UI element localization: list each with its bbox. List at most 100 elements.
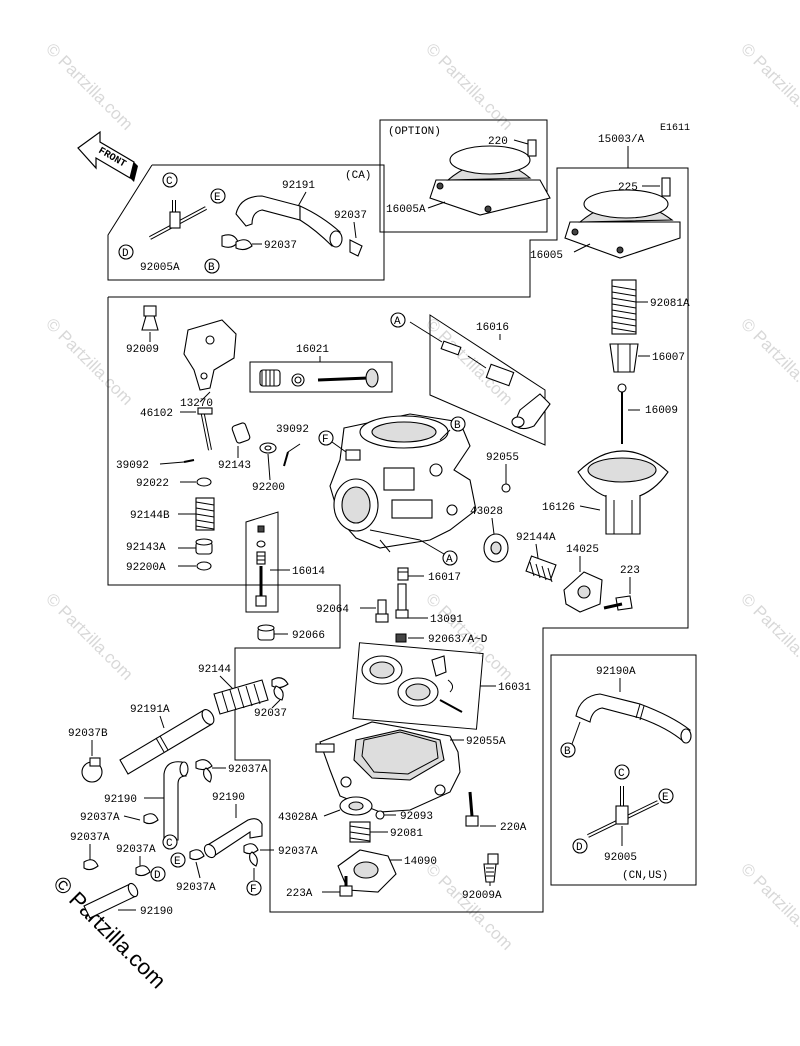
top-cover-option bbox=[429, 139, 551, 216]
part-92037A-4: 92037A bbox=[116, 844, 156, 856]
part-92037A-6: 92037A bbox=[278, 846, 318, 858]
clamp-92037B bbox=[81, 757, 103, 783]
clip-92037A-6 bbox=[243, 843, 259, 867]
part-92064: 92064 bbox=[316, 604, 349, 616]
option-box bbox=[379, 119, 548, 233]
watermark-text: © Partzilla.com bbox=[42, 314, 136, 408]
marker-D-cnus bbox=[572, 838, 588, 854]
hose-92190b bbox=[203, 818, 263, 859]
pilot-screw-16021 bbox=[259, 368, 379, 388]
part-14025: 14025 bbox=[566, 544, 599, 556]
marker-C-ca: C bbox=[166, 176, 173, 188]
diaphragm-16126 bbox=[577, 450, 669, 535]
marker-C-lower: C bbox=[166, 838, 173, 850]
part-92191A: 92191A bbox=[130, 704, 170, 716]
watermark-corner-text: © Partzilla.com bbox=[48, 871, 171, 994]
part-220: 220 bbox=[488, 136, 508, 148]
part-92005A: 92005A bbox=[140, 262, 180, 274]
watermark-text: © Partzilla.com bbox=[42, 39, 136, 133]
part-16007: 16007 bbox=[652, 352, 685, 364]
part-92009A: 92009A bbox=[462, 890, 502, 902]
spring-92144A bbox=[525, 555, 557, 583]
clip-92037-ca bbox=[349, 239, 363, 257]
part-92191: 92191 bbox=[282, 180, 315, 192]
part-225: 225 bbox=[618, 182, 638, 194]
marker-B: B bbox=[454, 420, 461, 432]
part-92144: 92144 bbox=[198, 664, 231, 676]
part-39092b: 39092 bbox=[116, 460, 149, 472]
part-92037-mid: 92037 bbox=[254, 708, 287, 720]
part-92093: 92093 bbox=[400, 811, 433, 823]
part-16021: 16021 bbox=[296, 344, 329, 356]
spring-92081A bbox=[611, 279, 637, 335]
watermark-text: © Partzilla.com bbox=[737, 859, 800, 953]
part-92063: 92063/A~D bbox=[428, 634, 488, 646]
part-92055A: 92055A bbox=[466, 736, 506, 748]
jet-needle-16009 bbox=[617, 383, 627, 444]
marker-F-lower: F bbox=[250, 884, 257, 896]
choke-plunger-16016 bbox=[440, 340, 551, 430]
part-92037-ca2: 92037 bbox=[264, 240, 297, 252]
part-16005A: 16005A bbox=[386, 204, 426, 216]
ca-box bbox=[107, 164, 385, 281]
screw-223A bbox=[339, 876, 353, 897]
part-13091: 13091 bbox=[430, 614, 463, 626]
collar-92143A bbox=[195, 538, 213, 555]
marker-C-cnus-text: C bbox=[618, 768, 625, 780]
part-16031: 16031 bbox=[498, 682, 531, 694]
part-15003A: 15003/A bbox=[598, 134, 645, 146]
hose-92190c bbox=[83, 882, 139, 919]
fitting-92005 bbox=[587, 786, 659, 838]
hose-92191A bbox=[119, 709, 215, 775]
part-92190c: 92190 bbox=[140, 906, 173, 918]
marker-D-cnus-text: D bbox=[576, 842, 583, 854]
marker-A: A bbox=[394, 316, 401, 328]
part-92066: 92066 bbox=[292, 630, 325, 642]
part-92009: 92009 bbox=[126, 344, 159, 356]
part-220A: 220A bbox=[500, 822, 527, 834]
letter-markers-lower: C E D F bbox=[150, 834, 262, 896]
part-16126: 16126 bbox=[542, 502, 575, 514]
jet-16017 bbox=[397, 567, 409, 581]
washer-92022 bbox=[196, 477, 212, 487]
part-43028A: 43028A bbox=[278, 812, 318, 824]
jet-92064 bbox=[375, 599, 389, 623]
choke-box bbox=[429, 314, 546, 446]
part-92037A-2: 92037A bbox=[80, 812, 120, 824]
part-92190A: 92190A bbox=[596, 666, 636, 678]
pilot-screw-box bbox=[249, 361, 393, 393]
spring-92144 bbox=[213, 679, 269, 715]
part-92190b: 92190 bbox=[212, 792, 245, 804]
watermark-text: © Partzilla.com bbox=[737, 314, 800, 408]
part-92190a: 92190 bbox=[104, 794, 137, 806]
part-43028: 43028 bbox=[470, 506, 503, 518]
part-92081A: 92081A bbox=[650, 298, 690, 310]
screw-92009A bbox=[483, 853, 499, 883]
part-92005: 92005 bbox=[604, 852, 637, 864]
marker-E-cnus bbox=[658, 788, 674, 804]
part-92037A-5: 92037A bbox=[176, 882, 216, 894]
marker-B-cnus-text: B bbox=[564, 746, 571, 758]
cnus-box bbox=[550, 654, 697, 886]
clip-92037-mid bbox=[271, 677, 289, 701]
clip-92037-ca2 bbox=[221, 234, 253, 251]
clip-92037A-5 bbox=[189, 849, 205, 861]
part-92143A: 92143A bbox=[126, 542, 166, 554]
marker-B-ca: B bbox=[208, 262, 215, 274]
part-14090: 14090 bbox=[404, 856, 437, 868]
watermark-text: © Partzilla.com bbox=[42, 589, 136, 683]
part-16009: 16009 bbox=[645, 405, 678, 417]
part-39092a: 39092 bbox=[276, 424, 309, 436]
screw-223 bbox=[603, 595, 633, 611]
needle-jet-16014 bbox=[255, 525, 267, 607]
front-arrow: FRONT bbox=[77, 130, 138, 182]
needle-holder-16007 bbox=[609, 343, 639, 373]
part-46102: 46102 bbox=[140, 408, 173, 420]
part-92200A: 92200A bbox=[126, 562, 166, 574]
cover-14025 bbox=[563, 571, 603, 613]
outline-boxes bbox=[107, 119, 697, 913]
needle-jet-box bbox=[245, 511, 279, 613]
marker-A2: A bbox=[446, 554, 453, 566]
